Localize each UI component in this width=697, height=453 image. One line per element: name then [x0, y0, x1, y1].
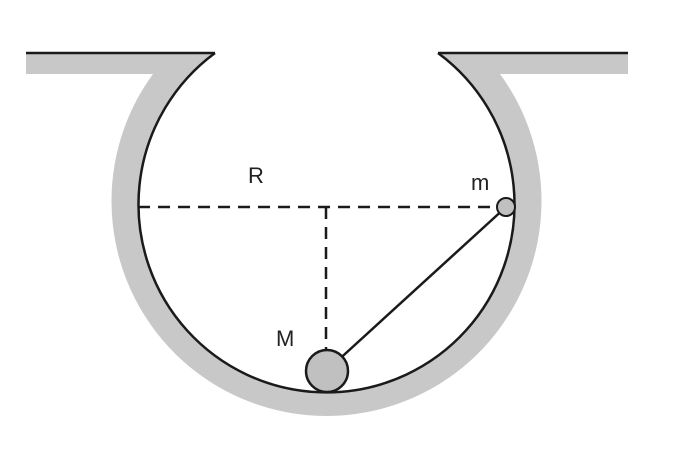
radius-label: R: [248, 163, 264, 188]
small-mass-ball: [496, 197, 516, 217]
large-mass-label: M: [276, 326, 294, 351]
large-mass-ball: [304, 348, 350, 394]
track-ring: [26, 53, 628, 416]
connecting-rod: [333, 206, 507, 365]
small-mass-label: m: [471, 170, 489, 195]
